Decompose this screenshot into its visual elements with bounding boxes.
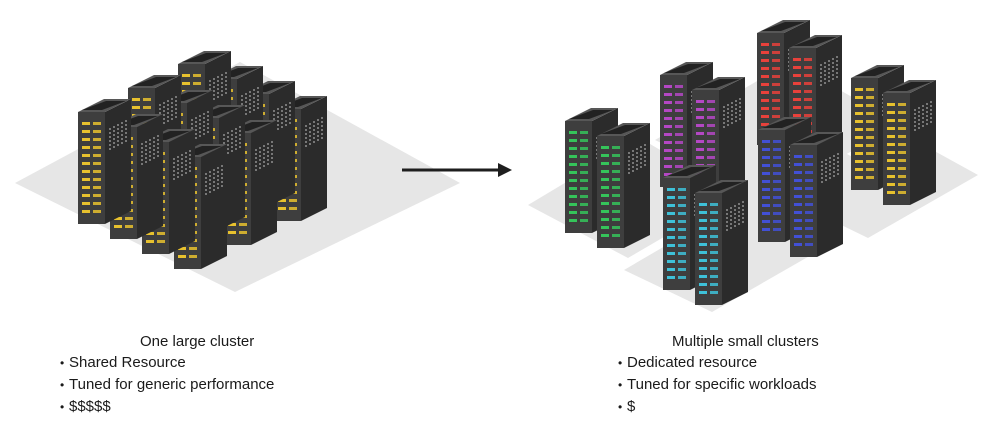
arrow-right-icon [402, 163, 512, 177]
cyan-cluster [663, 165, 748, 305]
large-cluster [78, 51, 327, 269]
server-rack [790, 132, 843, 257]
bullet-item: Tuned for specific workloads [618, 374, 938, 396]
large-cluster-bullets: Shared Resource Tuned for generic perfor… [60, 352, 360, 418]
bullet-item: Shared Resource [60, 352, 360, 374]
server-rack [597, 123, 650, 248]
magenta-cluster [660, 62, 745, 202]
bullet-item: Dedicated resource [618, 352, 938, 374]
small-clusters-caption: Multiple small clusters Dedicated resour… [618, 331, 938, 418]
server-racks [78, 20, 936, 305]
server-rack [695, 180, 748, 305]
small-clusters-title: Multiple small clusters [672, 333, 819, 350]
large-cluster-caption: One large cluster Shared Resource Tuned … [60, 331, 360, 418]
blue-cluster [758, 117, 843, 257]
large-cluster-title: One large cluster [140, 333, 255, 350]
yellow-cluster [851, 65, 936, 205]
small-clusters-bullets: Dedicated resource Tuned for specific wo… [618, 352, 938, 418]
bullet-item: Tuned for generic performance [60, 374, 360, 396]
server-rack [883, 80, 936, 205]
green-cluster [565, 108, 650, 248]
server-rack [78, 99, 131, 224]
bullet-item: $$$$$ [60, 396, 360, 418]
bullet-item: $ [618, 396, 938, 418]
